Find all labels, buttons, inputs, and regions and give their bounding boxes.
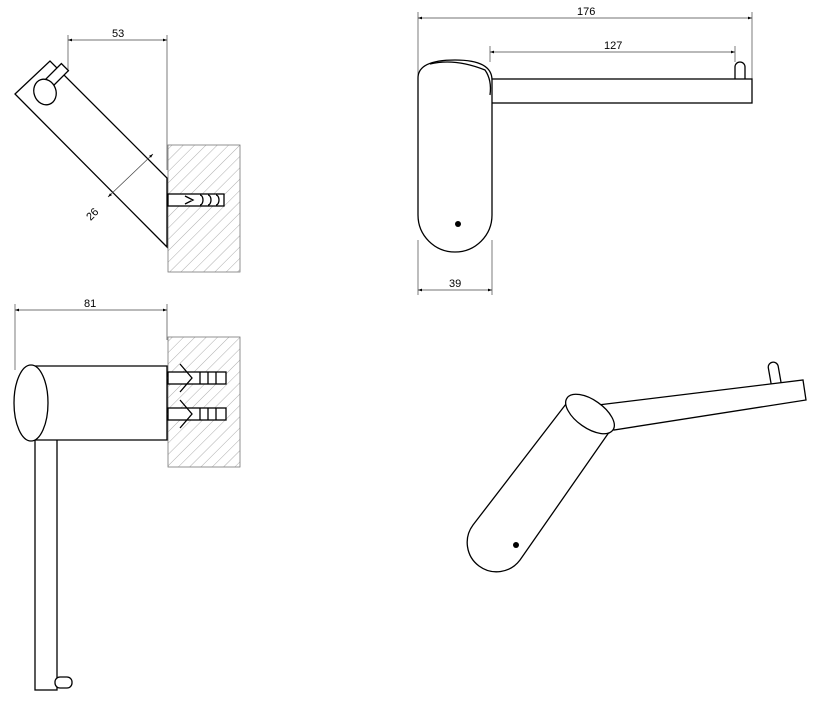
front-view: 176 127 39 (417, 6, 753, 295)
holder-body (466, 403, 613, 573)
roll-bar (487, 78, 753, 104)
wall-section (167, 336, 241, 468)
holder-end (13, 364, 49, 442)
wall-plug (167, 371, 227, 385)
roll-bar (596, 379, 807, 431)
wall-plug (167, 193, 225, 207)
pin (54, 676, 73, 689)
dimension-label-81: 81 (84, 298, 96, 310)
holder-body (417, 59, 493, 253)
holder-end (565, 393, 615, 435)
knob (33, 78, 57, 106)
screw-hole (455, 221, 461, 227)
perspective-view (466, 361, 807, 573)
screw-hole (513, 542, 519, 548)
dimension-label-53: 53 (112, 28, 124, 40)
top-view: 81 (13, 298, 241, 691)
dimension-label-176: 176 (577, 6, 595, 18)
dimension-label-127: 127 (604, 40, 622, 52)
dimension-line-26 (107, 153, 154, 198)
wall-plug (167, 407, 227, 421)
holder-body (30, 365, 168, 441)
side-view: 53 26 (14, 28, 241, 273)
roll-bar (34, 429, 58, 691)
dimension-label-39: 39 (449, 278, 461, 290)
dimension-label-26: 26 (84, 206, 101, 223)
wall-section (167, 144, 241, 273)
